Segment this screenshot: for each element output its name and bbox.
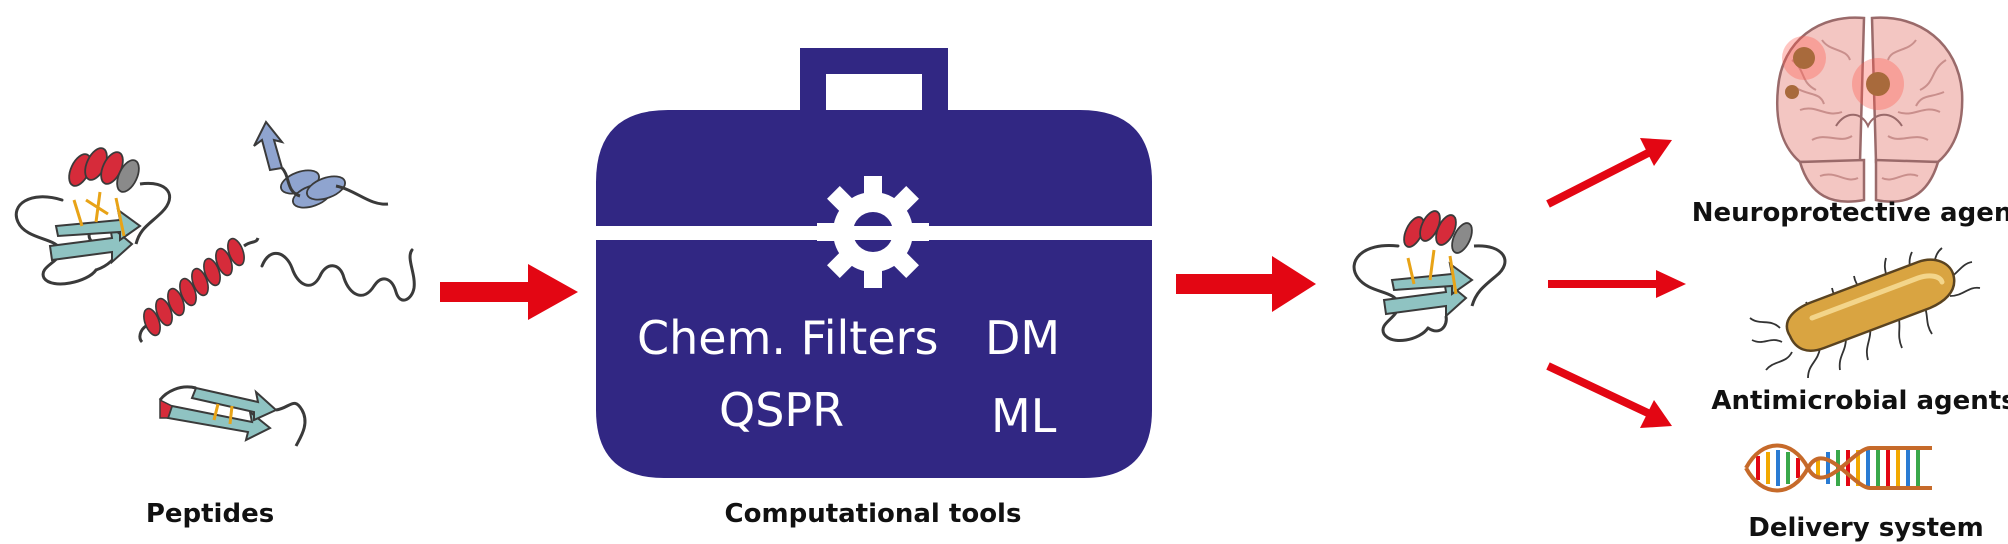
tool-qspr: QSPR	[719, 383, 844, 437]
peptide-icon	[1352, 210, 1507, 343]
dna-icon	[1744, 443, 1932, 493]
arrow-to-antimicrobial	[1548, 270, 1686, 298]
label-neuroprotective: Neuroprotective agents	[1692, 198, 2008, 228]
peptide-icon	[14, 147, 172, 286]
toolbox: Chem. Filters DM QSPR ML	[596, 48, 1152, 478]
arrow-to-neuroprotective	[1546, 138, 1672, 208]
label-antimicrobial: Antimicrobial agents	[1711, 386, 2008, 416]
peptide-icon	[138, 237, 260, 344]
brain-icon	[1776, 16, 1964, 203]
peptide-icon	[253, 120, 389, 209]
arrow-tools-to-peptide	[1176, 256, 1316, 312]
label-computational-tools: Computational tools	[725, 499, 1022, 529]
bacterium-icon	[1749, 247, 1981, 379]
arrow-to-delivery	[1546, 362, 1672, 428]
tool-ml: ML	[991, 389, 1057, 443]
label-delivery: Delivery system	[1748, 513, 1984, 543]
peptide-icon	[260, 248, 416, 302]
label-peptides: Peptides	[146, 499, 274, 529]
peptide-cluster	[14, 120, 416, 447]
arrow-peptides-to-tools	[440, 264, 578, 320]
tool-dm: DM	[985, 311, 1060, 365]
peptide-icon	[158, 385, 307, 447]
tool-chem-filters: Chem. Filters	[637, 311, 939, 365]
